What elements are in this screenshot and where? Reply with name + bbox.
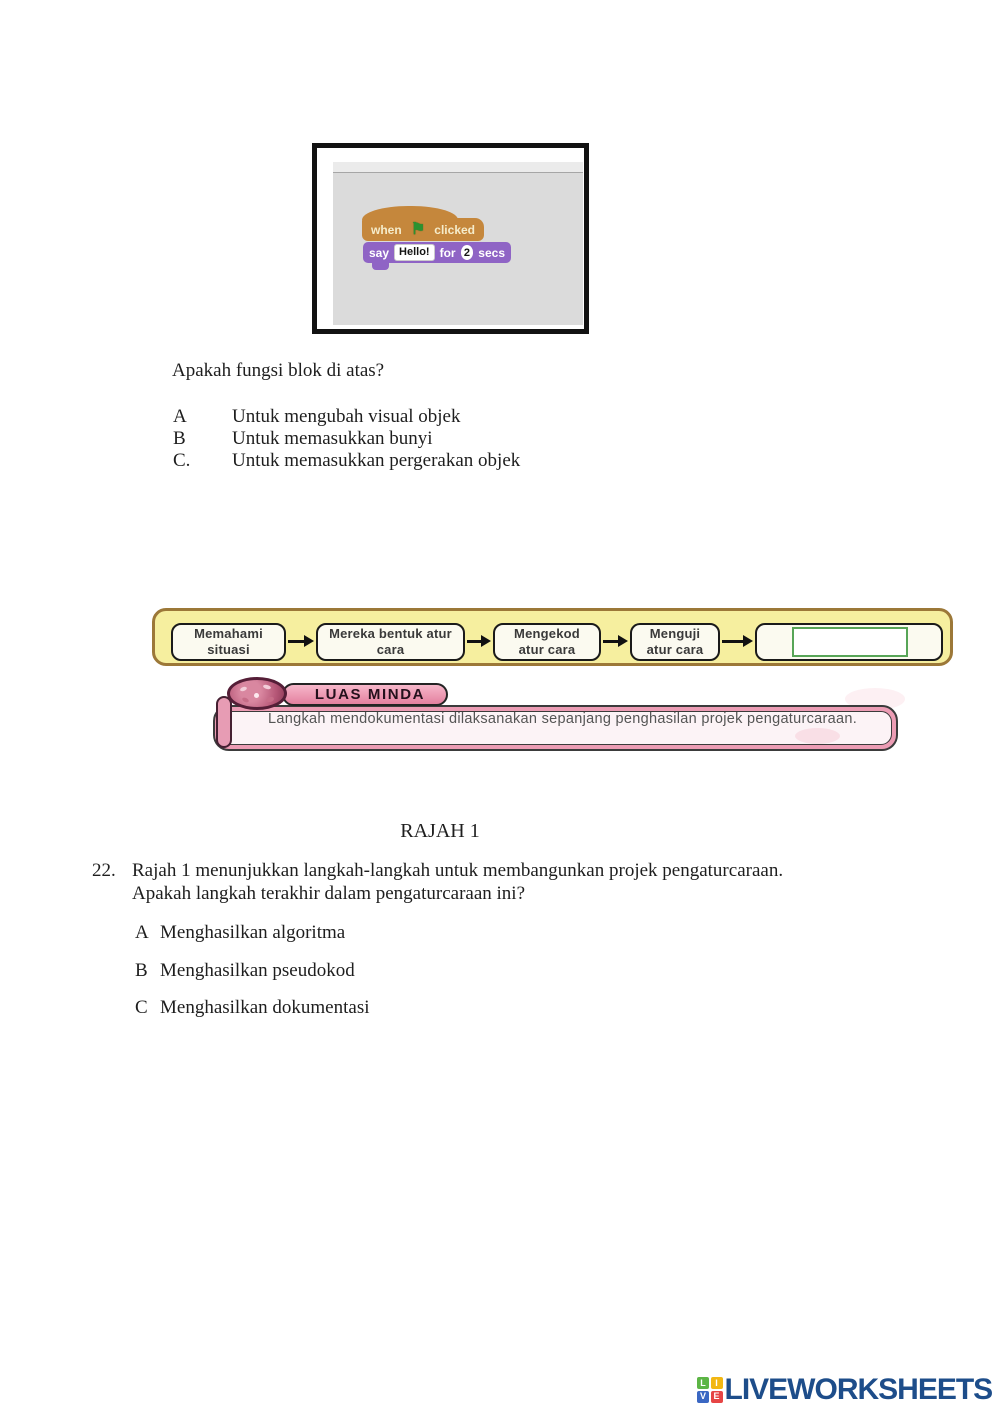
luas-minda-note-box [213, 705, 898, 751]
question-number: 22. [92, 860, 116, 881]
say-value-field: Hello! [394, 244, 435, 261]
option-row: B Untuk memasukkan bunyi [173, 428, 520, 450]
option-row: C. Untuk memasukkan pergerakan objek [173, 450, 520, 472]
flowchart-step-1: Memahami situasi [171, 623, 286, 661]
luas-minda-badge: LUAS MINDA [282, 683, 448, 706]
luas-minda-brain-icon [227, 677, 287, 710]
option-label: A [135, 922, 149, 943]
luas-minda-note-inner [219, 711, 892, 745]
when-clicked-hat-dome [362, 206, 458, 220]
figure-caption: RAJAH 1 [400, 820, 480, 842]
option-label: B [135, 959, 148, 981]
secs-label: secs [478, 245, 505, 260]
say-block-tab [372, 262, 389, 270]
flowchart-step-4: Menguji atur cara [630, 623, 720, 661]
option-text: Menghasilkan algoritma [160, 922, 346, 943]
option-text: Untuk mengubah visual objek [232, 406, 461, 427]
green-flag-icon: ⚑ [410, 220, 426, 238]
option-label: A [173, 406, 187, 427]
flow-arrow-icon [467, 635, 491, 647]
option-label: C [135, 997, 148, 1018]
option-text: Menghasilkan dokumentasi [160, 997, 370, 1018]
logo-letter-e: E [710, 1390, 723, 1403]
luas-minda-note: Langkah mendokumentasi dilaksanakan sepa… [268, 711, 858, 727]
option-row: C Menghasilkan dokumentasi [135, 997, 370, 1018]
logo-wordmark: LIVEWORKSHEETS [724, 1373, 994, 1406]
secs-value-field: 2 [460, 245, 474, 260]
scratch-stage-background: when ⚑ clicked say Hello! for 2 secs [333, 162, 583, 325]
when-clicked-block: when ⚑ clicked [362, 218, 484, 241]
scan-smudge [795, 728, 840, 744]
question-22: 22. Rajah 1 menunjukkan langkah-langkah … [92, 859, 912, 905]
for-label: for [439, 245, 456, 260]
flow-arrow-icon [288, 635, 314, 647]
logo-letter-l: L [697, 1377, 709, 1390]
option-text: Untuk memasukkan bunyi [232, 428, 433, 449]
flowchart-step-5-empty [755, 623, 943, 661]
clicked-label: clicked [434, 222, 475, 237]
when-label: when [371, 222, 402, 237]
say-block: say Hello! for 2 secs [363, 242, 511, 263]
option-label: C. [173, 450, 191, 471]
logo-mark: L I V E [697, 1377, 723, 1403]
question-blok-prompt: Apakah fungsi blok di atas? [172, 360, 385, 381]
flowchart-figure: Memahami situasi Mereka bentuk atur cara… [152, 608, 953, 666]
option-text: Menghasilkan pseudokod [160, 959, 355, 981]
liveworksheets-logo[interactable]: L I V E LIVEWORKSHEETS [697, 1373, 994, 1406]
option-row: A Untuk mengubah visual objek [173, 406, 520, 428]
option-row: A Menghasilkan algoritma [135, 922, 370, 943]
scratch-figure-frame: when ⚑ clicked say Hello! for 2 secs [312, 143, 589, 334]
option-label: B [173, 428, 186, 449]
question-text-line2: Apakah langkah terakhir dalam pengaturca… [132, 883, 526, 904]
stage-top-strip [333, 162, 583, 173]
flow-arrow-icon [603, 635, 628, 647]
question-blok-options: A Untuk mengubah visual objek B Untuk mema… [173, 406, 520, 472]
question-text-line1: Rajah 1 menunjukkan langkah-langkah untu… [132, 860, 784, 881]
flow-arrow-icon [722, 635, 753, 647]
scan-smudge [845, 688, 905, 710]
answer-box[interactable] [792, 627, 908, 657]
option-row: B Menghasilkan pseudokod [135, 960, 370, 981]
flowchart-step-3: Mengekod atur cara [493, 623, 601, 661]
option-text: Untuk memasukkan pergerakan objek [232, 450, 521, 471]
logo-letter-v: V [697, 1390, 709, 1403]
question-22-options: A Menghasilkan algoritma B Menghasilkan ps… [135, 922, 370, 1035]
logo-letter-i: I [710, 1377, 723, 1390]
say-label: say [369, 245, 390, 260]
luas-minda-stem [216, 696, 232, 748]
flowchart-step-2: Mereka bentuk atur cara [316, 623, 465, 661]
